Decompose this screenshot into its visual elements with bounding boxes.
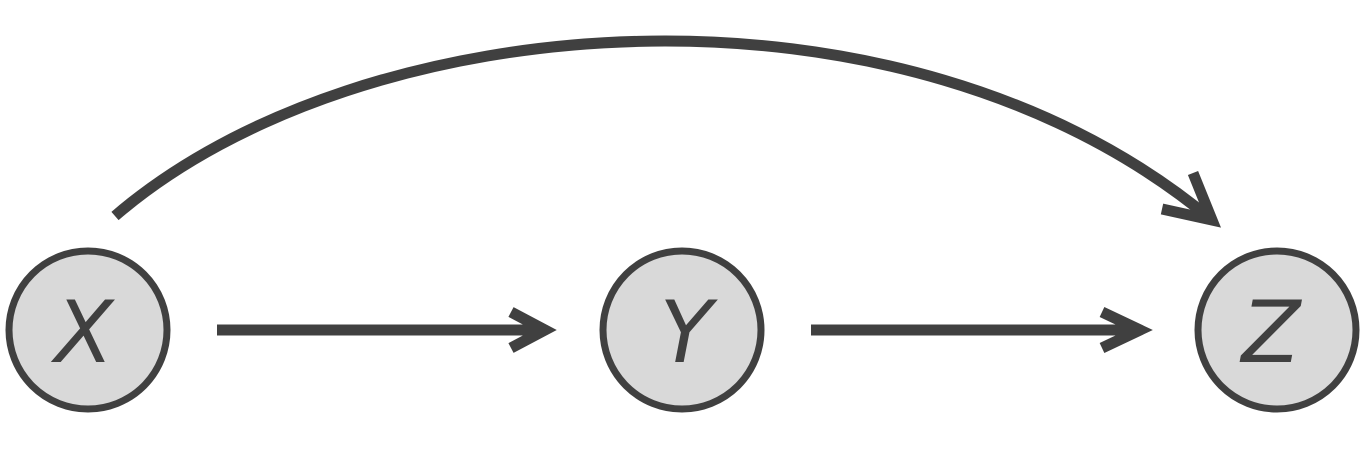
- edge-y-to-z-arrowhead: [1099, 307, 1153, 353]
- edge-x-to-y-arrowhead: [508, 307, 557, 353]
- edge-x-to-z-arrowhead: [1160, 170, 1222, 228]
- node-x: X: [5, 247, 171, 413]
- edge-x-to-y: [217, 307, 557, 353]
- node-y-label: Y: [660, 283, 719, 383]
- node-y: Y: [599, 247, 765, 413]
- edge-y-to-z: [811, 307, 1153, 353]
- node-z: Z: [1194, 247, 1360, 413]
- node-z-circle: [1194, 247, 1360, 413]
- node-z-label: Z: [1240, 283, 1303, 383]
- node-x-label: X: [51, 283, 116, 383]
- node-y-circle: [599, 247, 765, 413]
- edge-x-to-z: [111, 35, 1222, 228]
- node-x-circle: [5, 247, 171, 413]
- edge-x-to-z-line: [111, 35, 1216, 225]
